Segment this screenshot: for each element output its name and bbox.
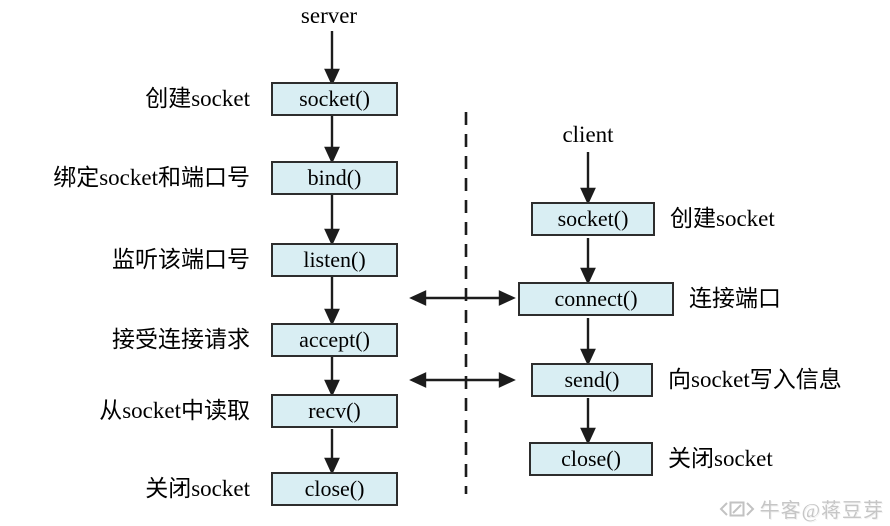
server-step-box-close: close() (271, 472, 398, 506)
server-step-desc-recv: 从socket中读取 (99, 398, 250, 423)
server-step-box-accept: accept() (271, 323, 398, 357)
client-step-box-send: send() (531, 363, 653, 397)
server-step-desc-listen: 监听该端口号 (112, 247, 250, 272)
client-step-box-close: close() (529, 442, 653, 476)
server-step-desc-socket: 创建socket (145, 86, 250, 111)
watermark: 牛客@蒋豆芽 (719, 494, 884, 523)
watermark-text: 牛客@蒋豆芽 (759, 500, 884, 522)
interaction-arrow (409, 372, 516, 388)
server-step-box-recv: recv() (271, 394, 398, 428)
client-step-box-connect: connect() (518, 282, 674, 316)
client-step-box-socket: socket() (531, 202, 655, 236)
interaction-arrow (409, 290, 516, 306)
client-column-title: client (562, 122, 614, 147)
server-step-desc-accept: 接受连接请求 (112, 327, 250, 352)
server-step-box-bind: bind() (271, 161, 398, 195)
client-step-desc-connect: 连接端口 (689, 286, 781, 311)
server-step-box-socket: socket() (271, 82, 398, 116)
server-step-desc-close: 关闭socket (145, 476, 250, 501)
server-step-desc-bind: 绑定socket和端口号 (53, 165, 250, 190)
client-step-desc-socket: 创建socket (670, 206, 775, 231)
client-step-desc-send: 向socket写入信息 (668, 367, 842, 392)
server-column-title: server (300, 3, 358, 28)
nowcoder-logo-icon (719, 501, 754, 516)
client-step-desc-close: 关闭socket (668, 446, 773, 471)
server-step-box-listen: listen() (271, 243, 398, 277)
